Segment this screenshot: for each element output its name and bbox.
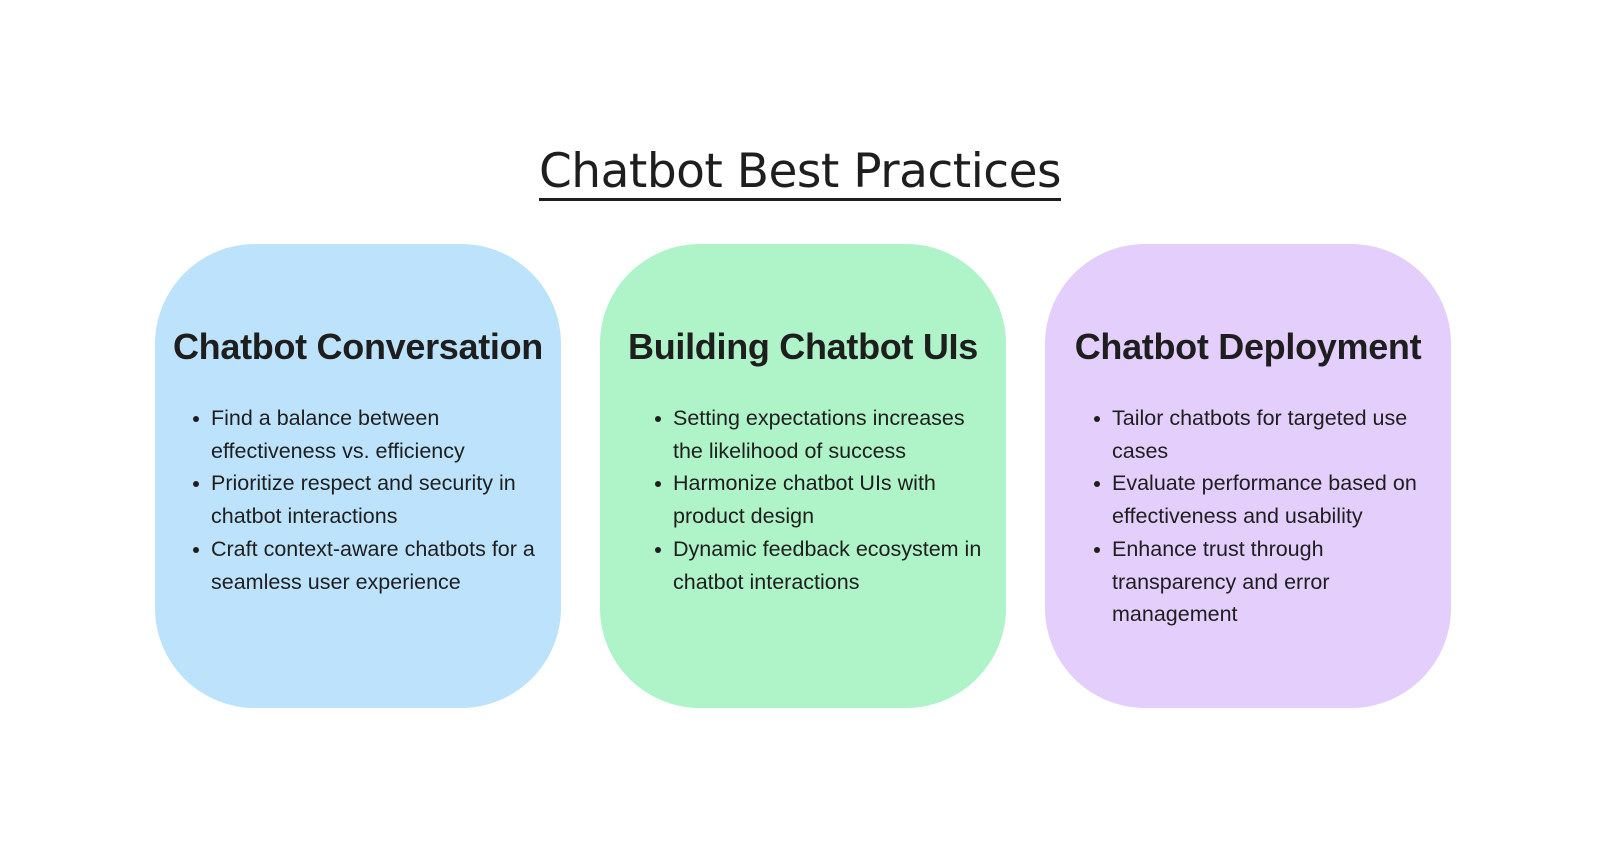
card-bullet-list: Tailor chatbots for targeted use cases E… (1090, 402, 1442, 631)
list-item: Evaluate performance based on effectiven… (1094, 467, 1442, 532)
card-heading: Chatbot Conversation (172, 326, 543, 367)
card-bullet-list: Setting expectations increases the likel… (651, 402, 998, 598)
card-heading: Building Chatbot UIs (628, 326, 978, 367)
list-item: Dynamic feedback ecosystem in chatbot in… (655, 533, 998, 598)
page-title: Chatbot Best Practices (0, 144, 1600, 201)
list-item: Enhance trust through transparency and e… (1094, 533, 1442, 631)
page-title-text: Chatbot Best Practices (538, 144, 1062, 201)
card-heading: Chatbot Deployment (1074, 326, 1422, 367)
list-item: Craft context-aware chatbots for a seaml… (193, 533, 551, 598)
card-chatbot-conversation: Chatbot Conversation Find a balance betw… (155, 244, 561, 708)
card-bullet-list: Find a balance between effectiveness vs.… (189, 402, 551, 598)
card-chatbot-deployment: Chatbot Deployment Tailor chatbots for t… (1045, 244, 1451, 708)
card-building-chatbot-uis: Building Chatbot UIs Setting expectation… (600, 244, 1006, 708)
list-item: Find a balance between effectiveness vs.… (193, 402, 551, 467)
list-item: Setting expectations increases the likel… (655, 402, 998, 467)
list-item: Tailor chatbots for targeted use cases (1094, 402, 1442, 467)
list-item: Prioritize respect and security in chatb… (193, 467, 551, 532)
list-item: Harmonize chatbot UIs with product desig… (655, 467, 998, 532)
